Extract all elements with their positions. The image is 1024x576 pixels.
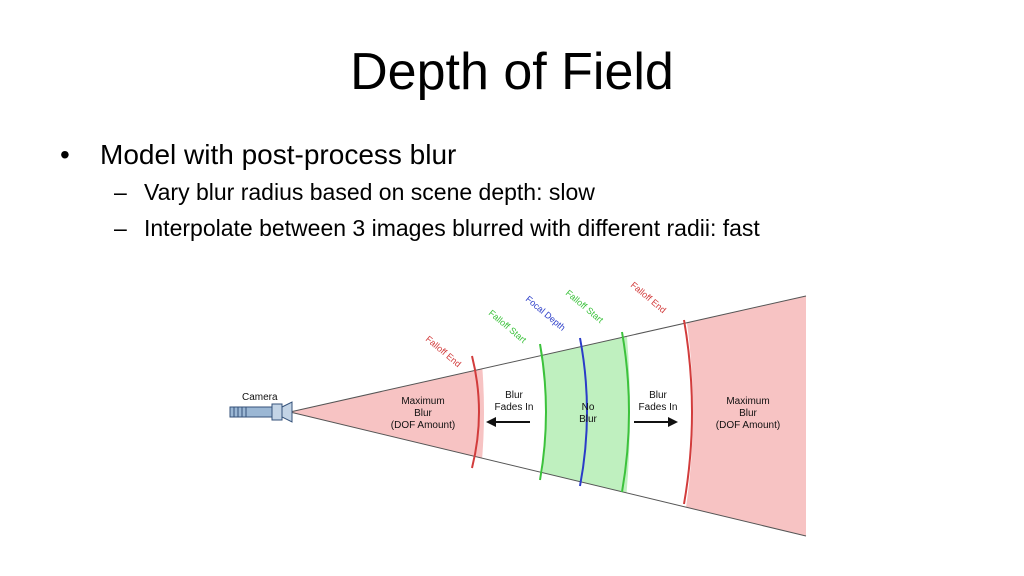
dof-diagram-svg: Camera Maximum Blur (DOF Amount) Blur Fa… <box>229 280 807 537</box>
bullet-item: • Model with post-process blur <box>60 136 1000 174</box>
arrow-left-icon <box>486 417 530 427</box>
no-blur-label: No Blur <box>579 402 597 425</box>
bullet-dot-icon: • <box>60 139 70 170</box>
zone-label-line: Blur <box>579 414 597 425</box>
sub-bullet-text: Vary blur radius based on scene depth: s… <box>144 179 595 205</box>
zone-label-line: Blur <box>739 408 757 419</box>
near-falloff-start-line <box>539 343 547 481</box>
cone-top-edge <box>289 295 807 413</box>
dash-icon: – <box>114 215 127 241</box>
zone-label-line: (DOF Amount) <box>391 420 455 431</box>
zone-label-line: Blur <box>414 408 432 419</box>
far-falloff-end-label: Falloff End <box>629 280 668 315</box>
camera-label: Camera <box>242 392 278 403</box>
focal-depth-line <box>579 337 588 487</box>
near-falloff-end-label: Falloff End <box>424 334 463 369</box>
near-max-blur-label: Maximum Blur (DOF Amount) <box>391 396 455 431</box>
depth-of-field-diagram: Camera Maximum Blur (DOF Amount) Blur Fa… <box>220 276 810 542</box>
zone-label-line: No <box>582 402 595 413</box>
focal-depth-label: Focal Depth <box>524 294 568 333</box>
zone-label-line: Fades In <box>495 402 534 413</box>
near-falloff-start-label: Falloff Start <box>487 308 529 345</box>
zone-label-line: Blur <box>505 390 523 401</box>
arrow-right-icon <box>634 417 678 427</box>
zone-label-line: Maximum <box>401 396 444 407</box>
far-falloff-start-label: Falloff Start <box>564 288 606 325</box>
near-falloff-end-line <box>471 355 480 469</box>
far-max-blur-label: Maximum Blur (DOF Amount) <box>716 396 780 431</box>
camera-icon <box>229 401 293 423</box>
dash-icon: – <box>114 179 127 205</box>
far-falloff-end-line <box>683 319 693 505</box>
no-blur-region <box>540 314 630 510</box>
bullet-text: Model with post-process blur <box>100 139 457 170</box>
bullet-list: • Model with post-process blur – Vary bl… <box>60 136 1000 246</box>
near-fade-label: Blur Fades In <box>495 390 534 413</box>
sub-bullet-item: – Interpolate between 3 images blurred w… <box>60 210 1000 246</box>
far-fade-label: Blur Fades In <box>639 390 678 413</box>
zone-label-line: Fades In <box>639 402 678 413</box>
zone-label-line: (DOF Amount) <box>716 420 780 431</box>
far-max-blur-region <box>686 296 806 536</box>
cone-bottom-edge <box>289 411 807 537</box>
zone-label-line: Blur <box>649 390 667 401</box>
sub-bullet-item: – Vary blur radius based on scene depth:… <box>60 174 1000 210</box>
zone-label-line: Maximum <box>726 396 769 407</box>
sub-bullet-text: Interpolate between 3 images blurred wit… <box>144 215 760 241</box>
far-falloff-start-line <box>621 331 630 493</box>
slide-title: Depth of Field <box>350 43 674 101</box>
